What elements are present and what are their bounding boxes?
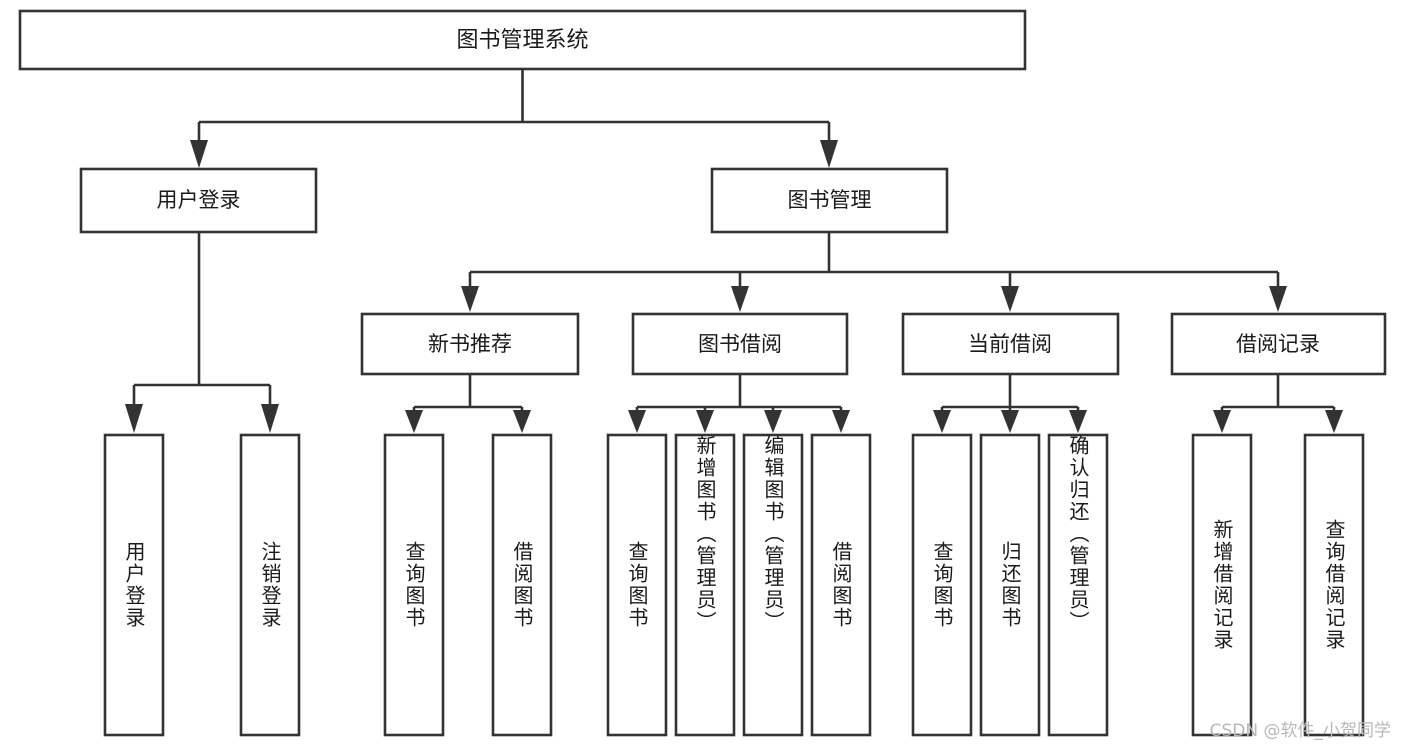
arrow-head-current-borrow [1001, 286, 1019, 312]
node-book-borrow[interactable]: 图书借阅 [631, 312, 849, 376]
arrow-head-book-borrow [731, 286, 749, 312]
node-borrow-record[interactable]: 借阅记录 [1170, 312, 1387, 376]
arrow-head-leaf-query-book-3 [933, 410, 951, 433]
node-label-new-book-recommend: 新书推荐 [428, 332, 512, 356]
connector-group-user-login [125, 232, 279, 433]
arrow-head-leaf-borrow-book-2 [832, 410, 850, 433]
leaf-box-leaf-user-login[interactable] [103, 433, 165, 737]
arrow-head-book-management [820, 140, 838, 168]
leaf-box-leaf-query-record[interactable] [1303, 433, 1365, 737]
node-box-book-management[interactable] [710, 167, 949, 234]
leaf-box-group [103, 433, 1365, 737]
connector-group-book-borrow [628, 374, 850, 433]
node-box-user-login[interactable] [79, 167, 318, 234]
node-book-management[interactable]: 图书管理 [710, 167, 949, 234]
arrow-head-leaf-edit-book [764, 410, 782, 433]
node-book-management-system[interactable]: 图书管理系统 [18, 9, 1027, 71]
leaf-box-leaf-edit-book[interactable] [742, 433, 804, 737]
node-box-borrow-record[interactable] [1170, 312, 1387, 376]
node-label-user-login: 用户登录 [157, 188, 241, 212]
node-box-book-borrow[interactable] [631, 312, 849, 376]
arrow-head-leaf-query-book-1 [405, 410, 423, 433]
arrow-head-user-login [190, 140, 208, 168]
node-label-borrow-record: 借阅记录 [1236, 332, 1320, 356]
arrow-head-leaf-query-book-2 [628, 410, 646, 433]
leaf-box-leaf-query-book-2[interactable] [606, 433, 668, 737]
node-new-book-recommend[interactable]: 新书推荐 [360, 312, 580, 376]
arrow-head-leaf-confirm-return [1069, 410, 1087, 433]
leaf-box-leaf-confirm-return[interactable] [1047, 433, 1109, 737]
arrow-head-leaf-user-login [125, 404, 143, 433]
node-label-current-borrow: 当前借阅 [968, 332, 1052, 356]
arrow-head-leaf-query-record [1325, 410, 1343, 433]
node-label-book-management: 图书管理 [788, 188, 872, 212]
node-label-root: 图书管理系统 [456, 28, 588, 53]
connector-group-new-book-recommend [405, 374, 531, 433]
arrow-head-new-book-recommend [461, 286, 479, 312]
arrow-head-borrow-record [1269, 286, 1287, 312]
leaf-box-leaf-query-book-3[interactable] [911, 433, 973, 737]
leaf-box-leaf-query-book-1[interactable] [383, 433, 445, 737]
node-current-borrow[interactable]: 当前借阅 [901, 312, 1120, 376]
leaf-box-leaf-add-record[interactable] [1191, 433, 1253, 737]
connector-group-current-borrow [933, 374, 1087, 433]
connector-group-root [190, 69, 838, 168]
arrow-head-leaf-return-book [1001, 410, 1019, 433]
leaf-box-leaf-borrow-book-1[interactable] [491, 433, 553, 737]
leaf-box-leaf-borrow-book-2[interactable] [810, 433, 872, 737]
node-label-book-borrow: 图书借阅 [698, 332, 782, 356]
arrow-head-leaf-logout-login [261, 404, 279, 433]
node-box-new-book-recommend[interactable] [360, 312, 580, 376]
leaf-box-leaf-add-book[interactable] [674, 433, 736, 737]
arrow-head-leaf-borrow-book-1 [513, 410, 531, 433]
arrow-head-leaf-add-book [696, 410, 714, 433]
connector-group-borrow-record [1213, 374, 1343, 433]
leaf-box-leaf-return-book[interactable] [979, 433, 1041, 737]
node-box-root[interactable] [18, 9, 1027, 71]
node-user-login[interactable]: 用户登录 [79, 167, 318, 234]
connector-group-book-management [461, 232, 1287, 312]
arrow-head-leaf-add-record [1213, 410, 1231, 433]
node-box-current-borrow[interactable] [901, 312, 1120, 376]
leaf-box-leaf-logout-login[interactable] [239, 433, 301, 737]
